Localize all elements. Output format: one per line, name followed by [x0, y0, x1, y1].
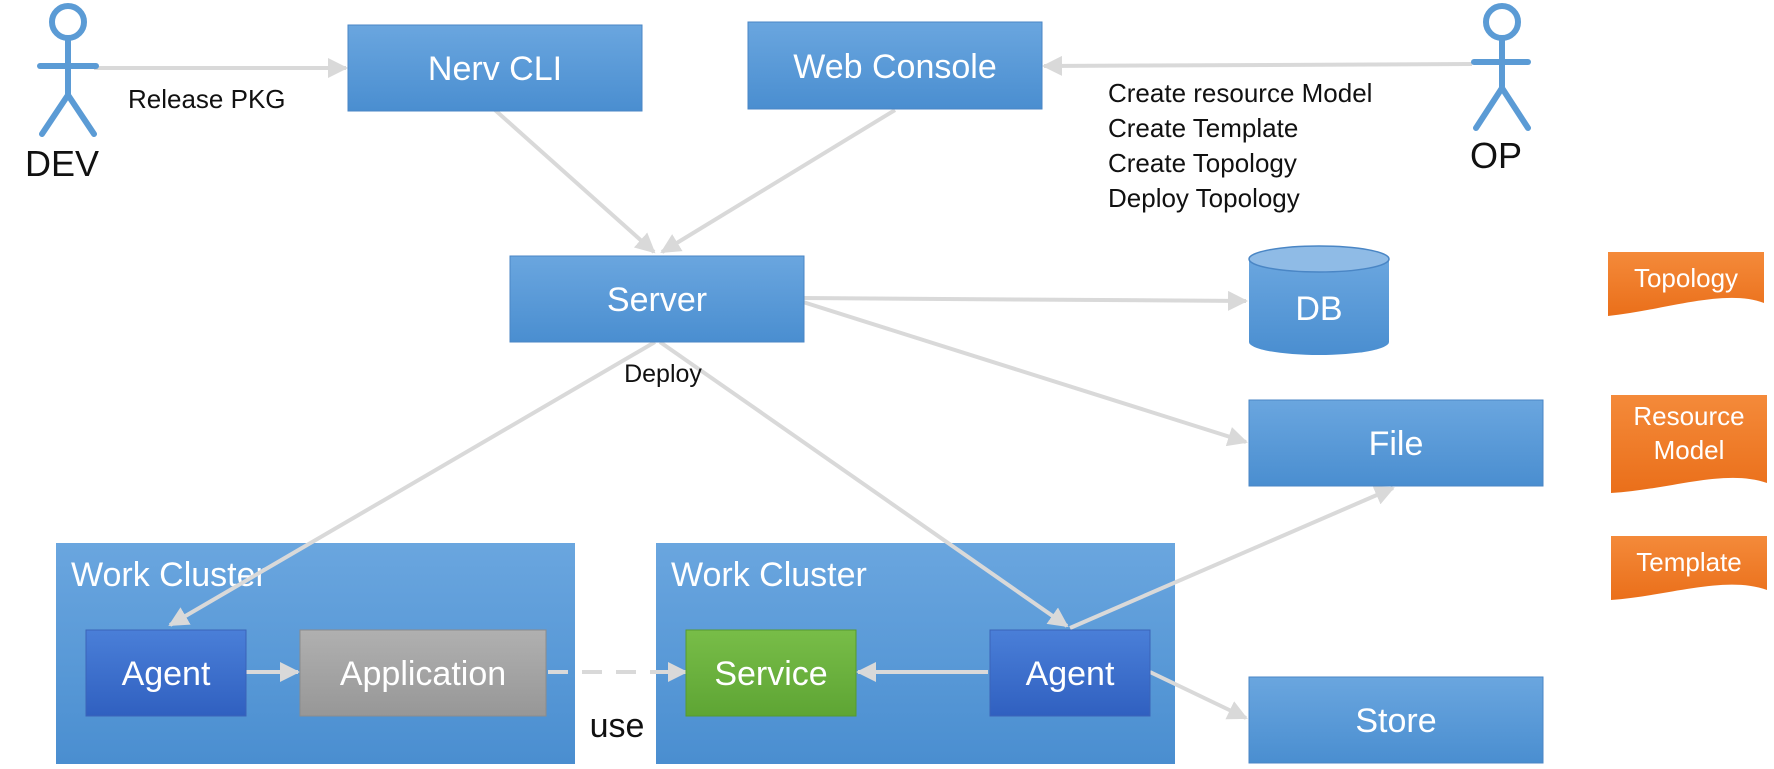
op-action-4: Deploy Topology — [1108, 183, 1300, 213]
agent-box-2: Agent — [989, 629, 1151, 717]
arrow-server-to-db — [802, 290, 1248, 311]
op-action-3: Create Topology — [1108, 148, 1297, 178]
arrow-server-to-agent-2 — [658, 340, 1069, 628]
arrow-op-to-web-console — [1042, 55, 1473, 76]
db-label: DB — [1295, 290, 1342, 328]
op-action-1: Create resource Model — [1108, 78, 1372, 108]
database-cylinder-icon — [1248, 245, 1390, 355]
arrow-agent-2-to-store — [1149, 670, 1248, 720]
document-icon — [1611, 536, 1767, 600]
arrow-nerv-cli-to-server — [493, 108, 656, 254]
nerv-cli-box: Nerv CLI — [347, 24, 643, 112]
dev-label: DEV — [25, 143, 99, 184]
deploy-label: Deploy — [624, 360, 702, 388]
service-label: Service — [714, 655, 827, 693]
work-cluster-1-title: Work Cluster — [71, 556, 267, 594]
topology-document: Topology — [1608, 252, 1764, 316]
topology-doc-label: Topology — [1634, 263, 1738, 293]
resource-model-doc-label-1: Resource — [1633, 401, 1744, 431]
template-doc-label: Template — [1636, 547, 1742, 577]
resource-model-document: Resource Model — [1611, 395, 1767, 493]
work-cluster-2-title: Work Cluster — [671, 556, 867, 594]
resource-model-doc-label-2: Model — [1654, 435, 1725, 465]
use-label: use — [590, 707, 645, 745]
arrow-web-console-to-server — [660, 108, 897, 254]
op-action-2: Create Template — [1108, 113, 1298, 143]
stick-figure-icon — [37, 3, 99, 137]
document-icon — [1608, 252, 1764, 316]
document-icon — [1611, 395, 1767, 493]
release-pkg-label: Release PKG — [128, 84, 286, 114]
agent-box-1: Agent — [85, 629, 247, 717]
arrow-server-to-agent-1 — [168, 340, 657, 627]
store-box: Store — [1248, 676, 1544, 764]
application-label: Application — [340, 655, 506, 693]
store-label: Store — [1355, 702, 1436, 740]
agent-2-label: Agent — [1026, 655, 1115, 693]
connectors — [94, 55, 1473, 720]
file-box: File — [1248, 399, 1544, 487]
arrow-agent-2-to-file — [1069, 485, 1395, 630]
op-label: OP — [1470, 135, 1522, 176]
nerv-cli-label: Nerv CLI — [428, 50, 562, 88]
web-console-label: Web Console — [793, 48, 997, 86]
op-actions-list: Create resource Model Create Template Cr… — [1108, 78, 1372, 213]
db-cylinder: DB — [1248, 245, 1390, 355]
server-box: Server — [509, 255, 805, 343]
template-document: Template — [1611, 536, 1767, 600]
agent-1-label: Agent — [122, 655, 211, 693]
dev-actor: DEV — [25, 3, 99, 184]
file-label: File — [1369, 425, 1424, 463]
service-box: Service — [685, 629, 857, 717]
arrow-server-to-file — [802, 300, 1248, 447]
stick-figure-icon — [1471, 3, 1531, 131]
web-console-box: Web Console — [747, 21, 1043, 110]
op-actor: OP — [1470, 3, 1531, 176]
server-label: Server — [607, 281, 707, 319]
application-box: Application — [299, 629, 547, 717]
